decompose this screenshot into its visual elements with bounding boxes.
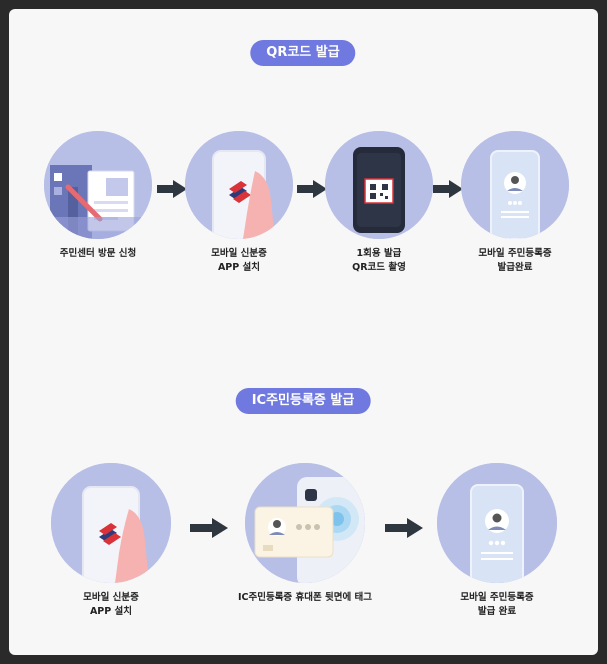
- arrow-right-icon: [433, 180, 463, 198]
- qr-step-3-text: 1회용 발급 QR코드 촬영: [352, 248, 406, 273]
- ic-step-3-text: 모바일 주민등록증 발급 완료: [460, 592, 534, 617]
- qr-scan-icon: [325, 131, 433, 239]
- app-install-icon: [51, 463, 171, 583]
- nfc-tag-icon: [245, 463, 365, 583]
- arrow-right-icon: [297, 180, 327, 198]
- ic-step-2-label: IC주민등록증 휴대폰 뒷면에 태그: [237, 592, 373, 603]
- arrow-right-icon: [190, 518, 228, 538]
- section-title-ic: IC주민등록증 발급: [235, 388, 371, 414]
- mobile-id-card-icon: [461, 131, 569, 239]
- visit-center-icon: [44, 131, 152, 239]
- qr-step-2-text: 모바일 신분증 APP 설치: [211, 248, 267, 273]
- qr-step-1-label: 주민센터 방문 신청: [59, 248, 137, 259]
- qr-step-4-label: 모바일 주민등록증 발급완료: [440, 247, 590, 275]
- content-card: QR코드 발급 주민센터 방문 신청: [9, 9, 598, 655]
- qr-step-4-text: 모바일 주민등록증 발급완료: [478, 248, 552, 273]
- ic-step-1-text: 모바일 신분증 APP 설치: [83, 592, 139, 617]
- section-title-qr: QR코드 발급: [250, 40, 356, 66]
- ic-step-3-label: 모바일 주민등록증 발급 완료: [422, 591, 572, 619]
- arrow-right-icon: [385, 518, 423, 538]
- app-install-icon: [185, 131, 293, 239]
- arrow-right-icon: [157, 180, 187, 198]
- qr-step-2-label: 모바일 신분증 APP 설치: [164, 247, 314, 275]
- ic-step-1-label: 모바일 신분증 APP 설치: [36, 591, 186, 619]
- qr-step-3-label: 1회용 발급 QR코드 촬영: [304, 247, 454, 275]
- mobile-id-card-icon: [437, 463, 557, 583]
